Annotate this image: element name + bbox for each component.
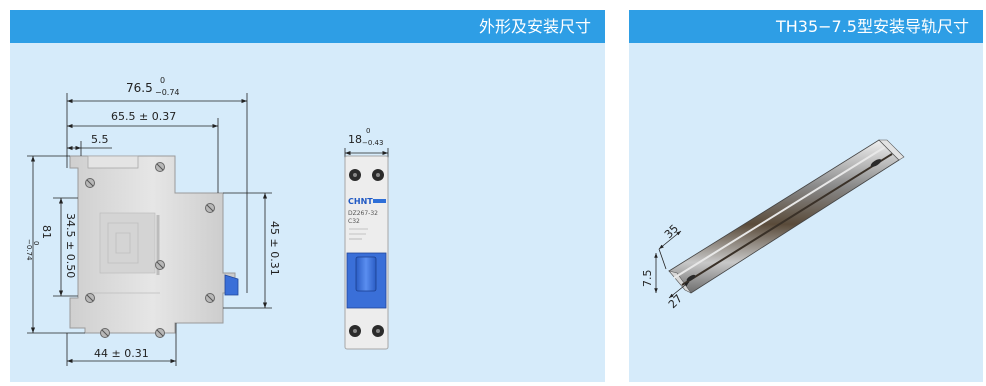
height-upper-tol: 0: [32, 241, 40, 245]
height-lower-tol: −0.74: [25, 239, 33, 261]
rail-panel-body: 35 7.5 27: [629, 43, 983, 382]
screw-icon: [205, 293, 215, 303]
overall-width-label: 76.5: [126, 81, 153, 95]
front-height-label: 34.5 ± 0.50: [64, 213, 77, 278]
toggle-handle: [355, 256, 377, 292]
breaker-dimension-drawing: 76.5 0 −0.74 65.5 ± 0.37 5.5 44 ± 0.31 3…: [25, 76, 389, 366]
screw-icon: [155, 328, 165, 338]
rail-dimension-lines: [654, 230, 690, 299]
dimensions-panel-title: 外形及安装尺寸: [10, 10, 605, 43]
screw-icon: [205, 203, 215, 213]
rail-width-label: 35: [662, 222, 681, 241]
screw-icon: [100, 328, 110, 338]
rating-label: C32: [348, 218, 360, 225]
breaker-front-view: CHNT DZ267-32 C32: [344, 148, 389, 350]
side-height-label: 45 ± 0.31: [268, 221, 281, 276]
front-width-upper-tol: 0: [366, 127, 370, 135]
dimensions-panel: 外形及安装尺寸: [10, 10, 605, 382]
overall-width-upper-tol: 0: [160, 76, 165, 85]
rail-inner-label: 27: [666, 292, 685, 311]
din-rail-drawing: 35 7.5 27: [641, 139, 905, 311]
front-width-label: 18: [348, 133, 362, 146]
dimension-lines: [27, 93, 272, 366]
overall-width-lower-tol: −0.74: [155, 88, 180, 97]
height-label: 81: [40, 225, 53, 239]
screw-icon: [155, 162, 165, 172]
model-label: DZ267-32: [348, 210, 378, 217]
screw-icon: [155, 260, 165, 270]
rail-panel: TH35−7.5型安装导轨尺寸: [629, 10, 983, 382]
screw-icon: [85, 293, 95, 303]
mount-width-label: 65.5 ± 0.37: [111, 110, 176, 123]
rail-height-label: 7.5: [641, 270, 654, 288]
breaker-side-view: [69, 155, 239, 338]
rail-panel-title: TH35−7.5型安装导轨尺寸: [629, 10, 983, 43]
toggle-lever: [224, 274, 239, 296]
front-width-lower-tol: −0.43: [362, 139, 383, 147]
base-width-label: 44 ± 0.31: [94, 347, 149, 360]
screw-icon: [85, 178, 95, 188]
dimensions-panel-body: 76.5 0 −0.74 65.5 ± 0.37 5.5 44 ± 0.31 3…: [10, 43, 605, 382]
din-rail: [668, 139, 905, 294]
offset-label: 5.5: [91, 133, 109, 146]
brand-logo: CHNT: [348, 197, 373, 206]
